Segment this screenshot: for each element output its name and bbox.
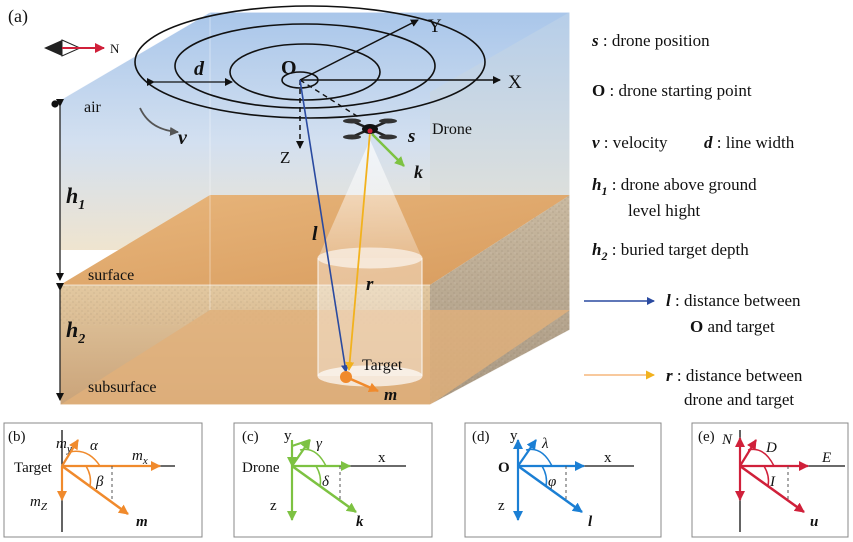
panel-d-angle1: λ: [541, 436, 549, 452]
legend-h2: h2 : buried target depth: [592, 240, 749, 263]
panel-e: (e) N E D I u: [691, 422, 849, 538]
l-symbol: l: [312, 223, 318, 245]
panel-b-top: m: [56, 436, 67, 452]
panel-c-vector: k: [356, 514, 364, 530]
air-label: air: [84, 99, 102, 116]
legend-l: l : distance between: [666, 291, 801, 310]
axes-xyz: [296, 19, 501, 149]
r-vector: [345, 131, 371, 371]
k-vector: [371, 133, 405, 167]
legend-h1: h1 : drone above ground: [592, 175, 757, 198]
legend-o: O : drone starting point: [592, 81, 752, 100]
panel-e-right: E: [821, 450, 831, 466]
compass-icon: [44, 39, 105, 57]
panel-d-down: z: [498, 498, 505, 514]
axis-x-label: X: [508, 72, 522, 93]
legend-v: v : velocity: [592, 133, 668, 152]
origin-label: O: [281, 57, 297, 79]
subsurface-label: subsurface: [88, 379, 156, 396]
sensor-beam: [318, 140, 422, 258]
legend-r-line2: drone and target: [684, 390, 794, 409]
ground-top-plane: [60, 195, 570, 285]
panel-d-angle2: φ: [548, 474, 556, 490]
h2-symbol: h2: [66, 317, 85, 347]
panel-e-angle2: I: [769, 474, 776, 490]
line-width-symbol: d: [194, 58, 205, 80]
legend-l-line2: O and target: [690, 317, 775, 336]
legend-r: r : distance between: [666, 366, 803, 385]
velocity-arrow: [139, 107, 179, 136]
height-markers: [51, 99, 64, 401]
target-label: Target: [362, 357, 403, 374]
panel-b-right: m: [132, 448, 143, 464]
m-vector: [345, 375, 379, 393]
panel-c-angle2: δ: [322, 474, 330, 490]
panel-c-down: z: [270, 498, 277, 514]
r-symbol: r: [366, 274, 374, 295]
s-symbol: s: [407, 126, 415, 147]
panel-d-vector: l: [588, 514, 593, 530]
axis-y-label: Y: [428, 16, 442, 37]
panel-e-angle1: D: [765, 440, 777, 456]
svg-text:my: my: [56, 436, 72, 455]
h1-symbol: h1: [66, 183, 85, 213]
panel-d-origin: O: [498, 460, 510, 476]
panel-e-top: N: [721, 432, 733, 448]
k-symbol: k: [414, 162, 423, 182]
panel-c-angle1: γ: [316, 436, 323, 452]
panel-a: X Y Z O d v N (a) air h1 h2 surface subs…: [8, 5, 571, 406]
drone-label: Drone: [432, 121, 472, 138]
panel-b-down: m: [30, 494, 41, 510]
panel-d-right: x: [604, 450, 612, 466]
panel-b-origin: Target: [14, 460, 53, 476]
panel-d-top: y: [510, 428, 518, 444]
legend: s : drone position O : drone starting po…: [584, 31, 803, 409]
l-vector: [299, 79, 349, 373]
panel-b-angle1: α: [90, 438, 99, 454]
m-symbol: m: [384, 385, 397, 404]
velocity-symbol: v: [178, 127, 188, 149]
panel-e-label: (e): [698, 429, 715, 445]
detection-cylinder: [318, 258, 422, 376]
surface-label: surface: [88, 267, 134, 284]
panel-c-top: y: [284, 428, 292, 444]
cylinder-top: [317, 247, 423, 269]
axis-z-label: Z: [280, 148, 290, 167]
panel-c: (c) Drone y x z γ δ k: [233, 422, 433, 538]
svg-text:mZ: mZ: [30, 494, 48, 513]
compass-n-label: N: [110, 41, 120, 56]
legend-d: d : line width: [704, 133, 795, 152]
panel-e-vector: u: [810, 514, 818, 530]
legend-s: s : drone position: [591, 31, 710, 50]
panel-c-right: x: [378, 450, 386, 466]
drone-icon: [343, 118, 397, 140]
panel-b: (b) Target my mx mZ α β m: [3, 422, 203, 538]
svg-text:mx: mx: [132, 448, 148, 467]
panel-c-label: (c): [242, 429, 259, 445]
panel-b-label: (b): [8, 429, 26, 445]
ground-inner-plane: [60, 310, 570, 405]
panel-d-label: (d): [472, 429, 490, 445]
panel-a-label: (a): [8, 6, 28, 27]
legend-h1-line2: level hight: [628, 201, 701, 220]
panel-b-angle2: β: [95, 474, 104, 490]
panel-c-origin: Drone: [242, 460, 280, 476]
panel-d: (d) O y x z λ φ l: [464, 422, 662, 538]
panel-b-vector: m: [136, 514, 148, 530]
